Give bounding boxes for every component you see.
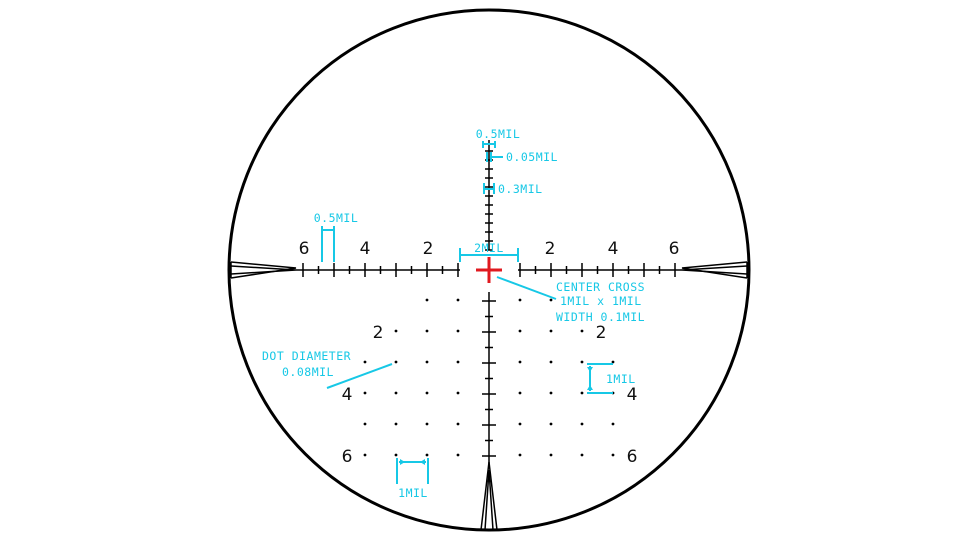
- grid-dot: [580, 422, 584, 426]
- grid-dot: [425, 422, 429, 426]
- grid-dot: [611, 453, 615, 457]
- arrow-grid-spacing-bottom: [400, 459, 425, 465]
- grid-dot: [518, 422, 522, 426]
- h-number-right-2: 2: [545, 239, 556, 259]
- grid-dot: [580, 329, 584, 333]
- h-number-right-6: 6: [669, 239, 680, 259]
- grid-dot: [425, 391, 429, 395]
- center-cross: [476, 257, 502, 283]
- grid-dots: [363, 298, 615, 457]
- h-number-left-4: 4: [360, 239, 371, 259]
- bracket-tick-spacing: [483, 183, 495, 194]
- bracket-center-gap: [459, 248, 519, 262]
- h-number-left-6: 6: [299, 239, 310, 259]
- annotation-dot-diameter-title: DOT DIAMETER: [262, 349, 351, 363]
- leader-center-cross: [496, 276, 557, 300]
- grid-number-right-6: 6: [627, 447, 638, 467]
- grid-dot: [549, 453, 553, 457]
- h-number-right-4: 4: [608, 239, 619, 259]
- grid-dot: [363, 391, 367, 395]
- grid-dot: [394, 422, 398, 426]
- grid-number-left-6: 6: [342, 447, 353, 467]
- grid-dot: [518, 298, 522, 302]
- grid-dot: [518, 391, 522, 395]
- grid-dot: [518, 329, 522, 333]
- grid-dot: [394, 453, 398, 457]
- grid-dot: [425, 360, 429, 364]
- h-number-left-2: 2: [423, 239, 434, 259]
- annotation-tick-spacing: 0.3MIL: [498, 182, 543, 196]
- grid-dot: [425, 298, 429, 302]
- grid-dot: [425, 329, 429, 333]
- scope-ring: [227, 8, 751, 532]
- grid-dot: [363, 360, 367, 364]
- annotation-grid-spacing-right: 1MIL: [606, 372, 636, 386]
- grid-dot: [394, 360, 398, 364]
- grid-dot: [363, 453, 367, 457]
- bracket-line-width: [486, 152, 503, 162]
- grid-number-right-4: 4: [627, 385, 638, 405]
- grid-dot: [518, 360, 522, 364]
- annotation-center-cross-size: 1MIL x 1MIL: [560, 294, 642, 308]
- grid-dot: [456, 298, 460, 302]
- grid-dot: [518, 453, 522, 457]
- grid-dot: [456, 360, 460, 364]
- grid-dot: [580, 360, 584, 364]
- annotation-center-gap: 2MIL: [474, 241, 504, 255]
- grid-dot: [456, 391, 460, 395]
- grid-dot: [456, 329, 460, 333]
- grid-dot: [549, 422, 553, 426]
- grid-dot: [456, 422, 460, 426]
- grid-dot: [580, 391, 584, 395]
- grid-dot: [456, 453, 460, 457]
- bottom-post: [480, 461, 498, 531]
- grid-dot: [549, 360, 553, 364]
- grid-number-right-2: 2: [596, 323, 607, 343]
- grid-dot: [580, 453, 584, 457]
- annotation-center-cross-width: WIDTH 0.1MIL: [556, 310, 645, 324]
- arrow-grid-spacing-right: [587, 367, 593, 390]
- grid-dot: [363, 422, 367, 426]
- grid-dot: [394, 329, 398, 333]
- grid-number-left-4: 4: [342, 385, 353, 405]
- grid-dot: [549, 391, 553, 395]
- annotation-line-width: 0.05MIL: [506, 150, 558, 164]
- grid-dot: [549, 298, 553, 302]
- left-post: [230, 261, 297, 279]
- grid-dot: [394, 391, 398, 395]
- reticle-ticks: [302, 150, 676, 457]
- grid-dot: [425, 453, 429, 457]
- grid-dot: [611, 422, 615, 426]
- annotation-center-cross-title: CENTER CROSS: [556, 280, 645, 294]
- grid-number-left-2: 2: [373, 323, 384, 343]
- right-post: [681, 261, 748, 279]
- annotation-dot-diameter-value: 0.08MIL: [282, 365, 334, 379]
- grid-dot: [611, 360, 615, 364]
- annotation-grid-spacing-bottom: 1MIL: [398, 486, 428, 500]
- bracket-left-tick-spacing: [321, 226, 335, 262]
- bracket-top-tick-width: [482, 141, 496, 148]
- annotation-top-tick-width: 0.5MIL: [476, 127, 521, 141]
- leader-dot-diameter: [326, 363, 393, 389]
- annotation-left-tick-spacing: 0.5MIL: [314, 211, 359, 225]
- grid-dot: [549, 329, 553, 333]
